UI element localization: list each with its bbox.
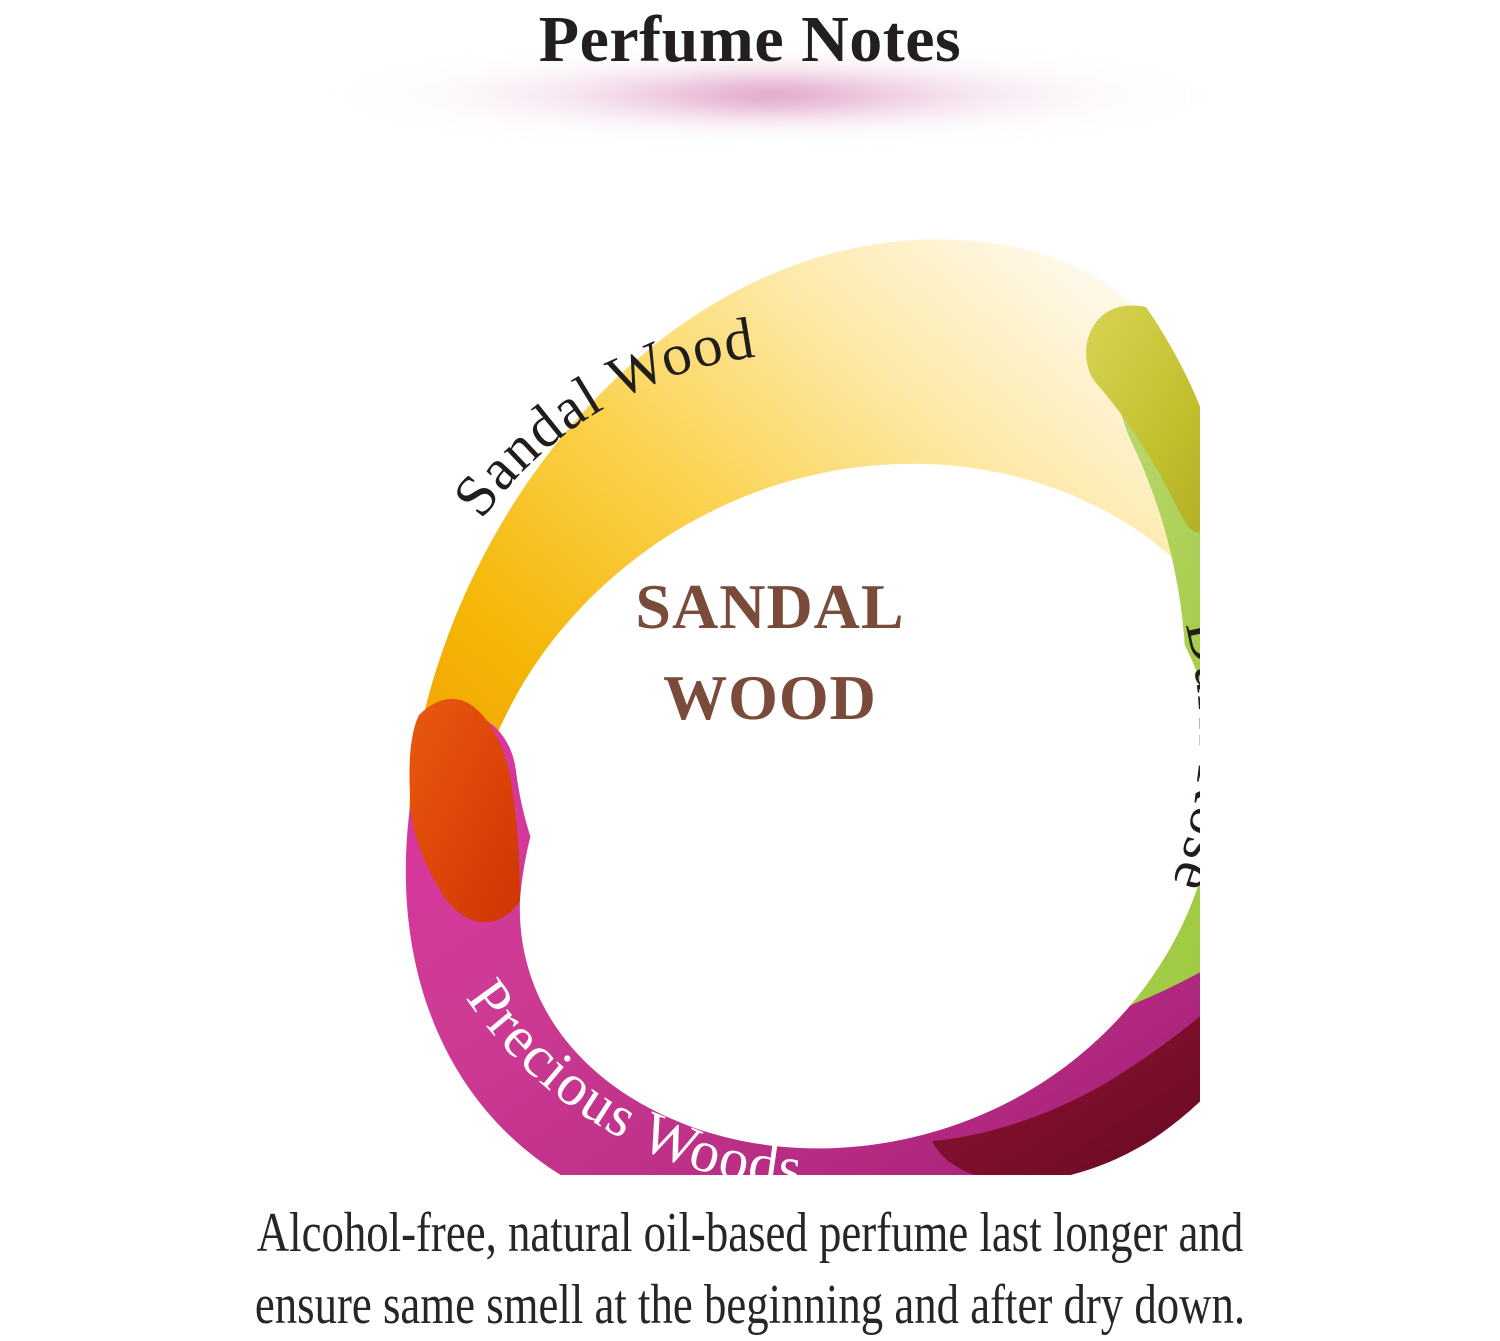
overlap-precious-rose: [932, 1016, 1200, 1175]
overlap-sandal-rose: [1086, 305, 1200, 533]
title-bar: Perfume Notes: [0, 0, 1500, 80]
petal-sandal-wood: [409, 239, 1200, 875]
page-title: Perfume Notes: [538, 3, 962, 76]
caption: Alcohol-free, natural oil-based perfume …: [150, 1198, 1350, 1341]
diagram-center-area: [519, 512, 1200, 1149]
perfume-notes-diagram: Sandal Wood Dark Rose Precious Woods: [320, 175, 1200, 1175]
overlap-sandal-precious: [409, 698, 520, 923]
caption-line-2: ensure same smell at the beginning and a…: [254, 1273, 1246, 1336]
caption-line-1: Alcohol-free, natural oil-based perfume …: [256, 1202, 1244, 1264]
